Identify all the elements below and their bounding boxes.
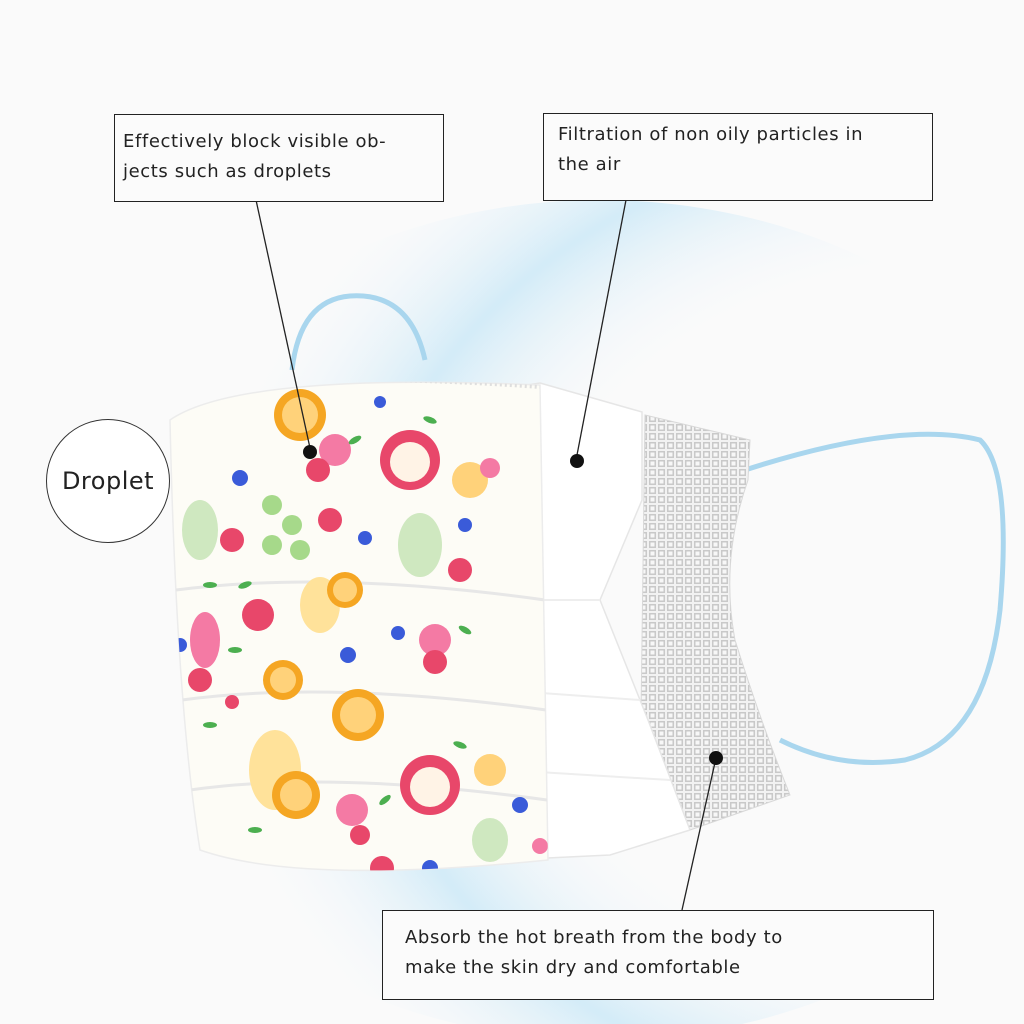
fruit-print [173, 389, 548, 871]
droplet-label: Droplet [61, 467, 155, 495]
leader-line-filtration [570, 199, 627, 468]
callout-block-droplets: Effectively block visible ob- jects such… [114, 114, 444, 202]
ear-loop-left [289, 293, 428, 371]
callout-filtration: Filtration of non oily particles in the … [543, 113, 933, 201]
callout-absorb-line2: make the skin dry and comfortable [405, 957, 741, 978]
droplet-badge: Droplet [46, 419, 170, 543]
callout-absorb-line1: Absorb the hot breath from the body to [405, 927, 783, 948]
callout-block-droplets-line1: Effectively block visible ob- [123, 131, 387, 152]
ear-loop-right [744, 431, 1006, 765]
mesh-inner-layer [639, 414, 791, 831]
callout-filtration-line1: Filtration of non oily particles in [558, 124, 864, 145]
callout-block-droplets-line2: jects such as droplets [123, 161, 332, 182]
callout-filtration-line2: the air [558, 154, 621, 175]
leader-line-block-droplets [255, 199, 317, 459]
mask-front-layer [169, 381, 549, 872]
callout-absorb: Absorb the hot breath from the body to m… [382, 910, 934, 1000]
leader-line-absorb [681, 751, 723, 911]
